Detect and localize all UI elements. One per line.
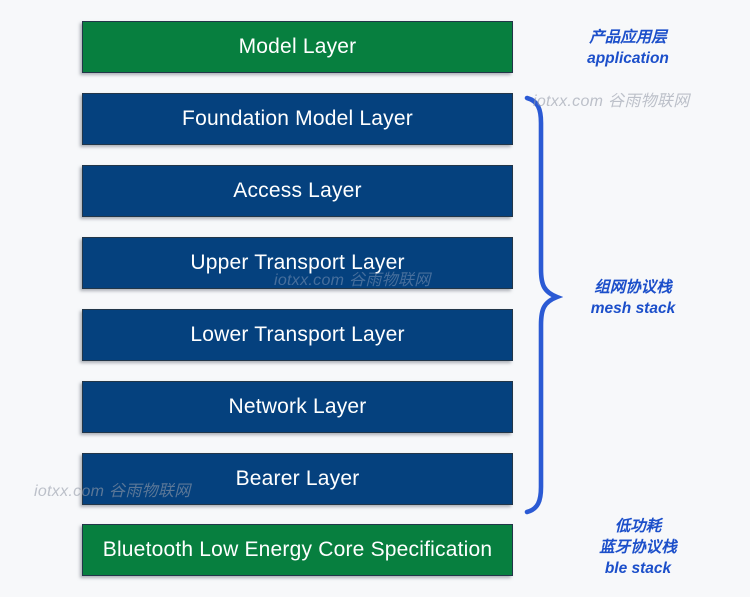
layer-ble-core-spec: Bluetooth Low Energy Core Specification	[82, 524, 513, 576]
annotation-ble-stack: 低功耗 蓝牙协议栈 ble stack	[558, 516, 718, 579]
layer-upper-transport: Upper Transport Layer	[82, 237, 513, 289]
layer-label: Upper Transport Layer	[190, 251, 405, 274]
annotation-line: application	[587, 50, 669, 67]
layer-label: Access Layer	[233, 179, 362, 202]
layer-label: Network Layer	[228, 395, 367, 418]
layer-foundation-model: Foundation Model Layer	[82, 93, 513, 145]
annotation-mesh-stack: 组网协议栈 mesh stack	[553, 277, 713, 319]
watermark: iotxx.com 谷雨物联网	[533, 93, 690, 110]
layer-bearer: Bearer Layer	[82, 453, 513, 505]
curly-brace-icon	[524, 95, 563, 515]
layer-label: Model Layer	[238, 35, 357, 58]
layer-label: Bluetooth Low Energy Core Specification	[102, 538, 493, 561]
layer-label: Foundation Model Layer	[182, 107, 413, 130]
layer-label: Bearer Layer	[235, 467, 360, 490]
annotation-line: 低功耗	[614, 518, 662, 535]
annotation-application: 产品应用层 application	[548, 27, 708, 69]
watermark: iotxx.com 谷雨物联网	[274, 272, 431, 289]
layer-access: Access Layer	[82, 165, 513, 217]
annotation-line: 产品应用层	[589, 29, 667, 46]
layer-label: Lower Transport Layer	[190, 323, 405, 346]
annotation-line: 蓝牙协议栈	[599, 539, 677, 556]
watermark: iotxx.com 谷雨物联网	[34, 483, 191, 500]
annotation-line: mesh stack	[590, 300, 676, 317]
layer-model: Model Layer	[82, 21, 513, 73]
annotation-line: 组网协议栈	[594, 279, 672, 296]
layer-network: Network Layer	[82, 381, 513, 433]
layer-lower-transport: Lower Transport Layer	[82, 309, 513, 361]
annotation-line: ble stack	[604, 560, 672, 577]
